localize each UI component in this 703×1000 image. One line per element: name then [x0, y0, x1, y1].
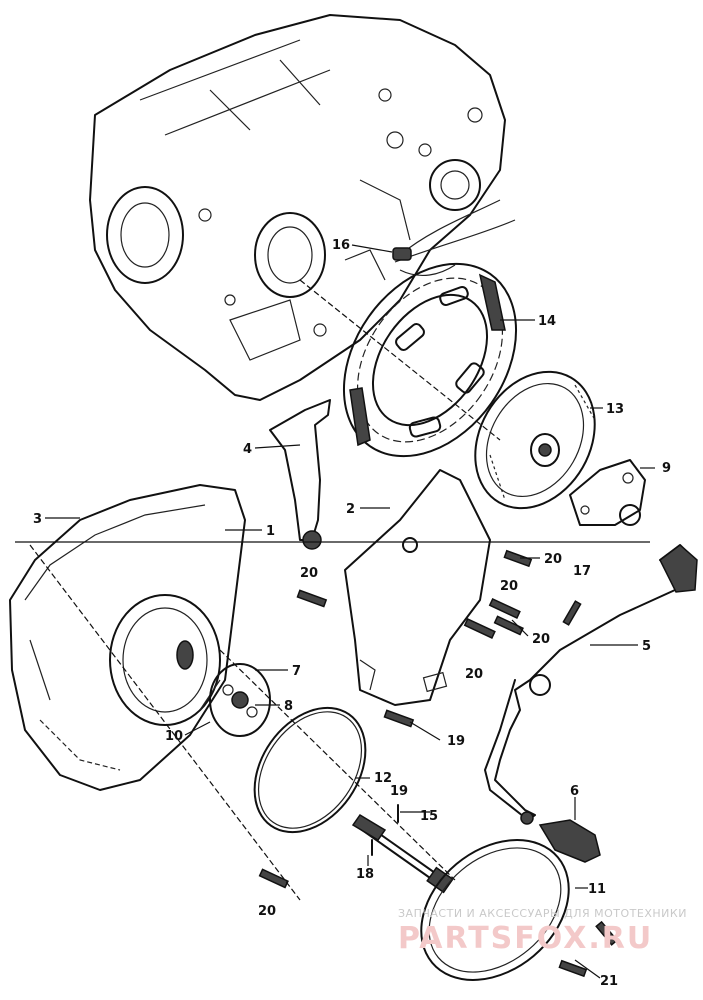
label-18: 18: [356, 867, 374, 882]
axis-lines: [15, 279, 650, 901]
label-19-b: 19: [390, 784, 408, 799]
label-2: 2: [346, 502, 355, 517]
label-20-c: 20: [500, 579, 518, 594]
label-20-a: 20: [300, 566, 318, 581]
governor-assembly: [209, 663, 271, 737]
watermark: ЗАПЧАСТИ И АКСЕССУАРЫ ДЛЯ МОТОТЕХНИКИ PA…: [398, 907, 687, 956]
wire-clamp: [392, 247, 412, 261]
label-16: 16: [332, 238, 350, 253]
bolt-19-lower: [383, 709, 415, 728]
kick-lever: [484, 544, 698, 825]
label-15: 15: [420, 809, 438, 824]
label-20-b: 20: [544, 552, 562, 567]
label-6: 6: [570, 784, 579, 799]
label-12: 12: [374, 771, 392, 786]
bolt-21-b: [595, 920, 619, 946]
label-20-f: 20: [258, 904, 276, 919]
bolt-21: [558, 959, 588, 978]
leader-lines: [45, 244, 655, 979]
label-1: 1: [266, 524, 275, 539]
gasket-ring-inner: [257, 711, 363, 829]
part-labels: 16 14 13 9 4 3 1 2 20 17 20 20 20 20 5 7…: [33, 238, 671, 989]
label-19-a: 19: [447, 734, 465, 749]
engine-crankcase: [89, 14, 506, 401]
gasket-ring: [253, 706, 367, 834]
side-cover: [420, 839, 570, 981]
label-7: 7: [292, 664, 301, 679]
fan-cover: [9, 484, 246, 791]
stator-assembly: [342, 262, 518, 458]
label-10: 10: [165, 729, 183, 744]
label-13: 13: [606, 402, 624, 417]
bracket: [269, 399, 331, 550]
bolts-20: [258, 549, 533, 889]
label-3: 3: [33, 512, 42, 527]
inner-cover: [344, 469, 491, 706]
label-9: 9: [662, 461, 671, 476]
label-5: 5: [642, 639, 651, 654]
watermark-tagline: ЗАПЧАСТИ И АКСЕССУАРЫ ДЛЯ МОТОТЕХНИКИ: [398, 907, 687, 920]
label-14: 14: [538, 314, 556, 329]
kick-rubber: [538, 819, 601, 863]
label-4: 4: [243, 442, 252, 457]
label-20-e: 20: [465, 667, 483, 682]
label-21: 21: [600, 974, 618, 989]
label-17: 17: [573, 564, 591, 579]
label-20-d: 20: [532, 632, 550, 647]
flywheel-rotor: [474, 370, 596, 510]
watermark-site: PARTSFOX.RU: [398, 921, 653, 956]
contact-breaker: [569, 459, 646, 526]
label-11: 11: [588, 882, 606, 897]
label-8: 8: [284, 699, 293, 714]
bolt-17: [562, 600, 582, 626]
